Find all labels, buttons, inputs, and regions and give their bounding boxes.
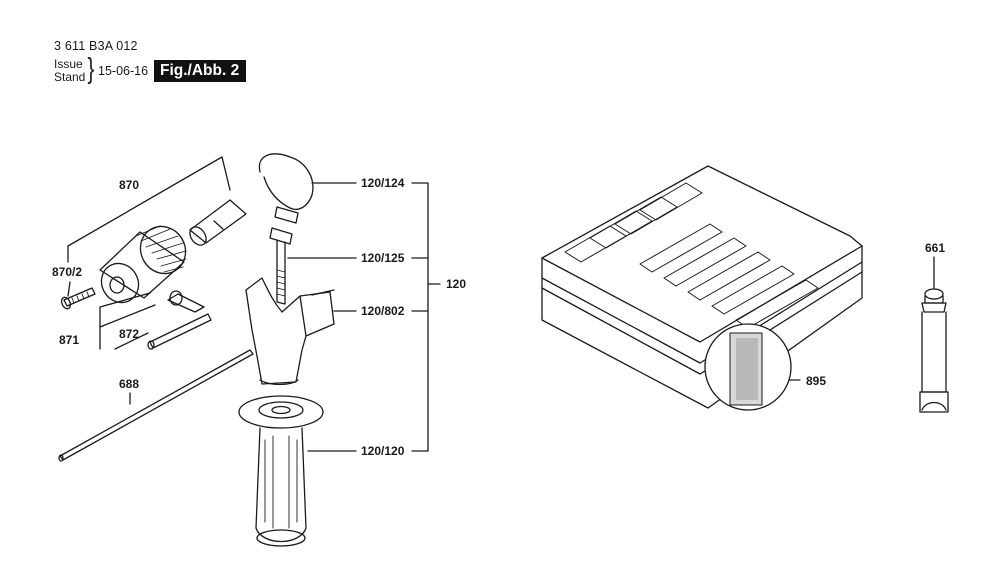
label-661: 661 xyxy=(925,241,945,255)
label-688: 688 xyxy=(119,377,139,391)
label-870-2: 870/2 xyxy=(52,265,82,279)
carrying-case-drawing xyxy=(541,165,863,411)
label-120-802: 120/802 xyxy=(361,304,405,318)
brace-symbol: } xyxy=(87,53,95,85)
label-872: 872 xyxy=(119,327,139,341)
chuck-key-drawing xyxy=(147,290,212,350)
figure-label: Fig./Abb. 2 xyxy=(154,60,247,82)
label-895: 895 xyxy=(806,374,826,388)
screw-drawing xyxy=(60,287,96,310)
depth-rod-drawing xyxy=(58,349,254,462)
grease-tube-drawing xyxy=(919,288,949,413)
label-870: 870 xyxy=(119,178,139,192)
issue-label: Issue xyxy=(54,57,83,71)
stand-label: Stand xyxy=(54,70,86,84)
issue-date: 15-06-16 xyxy=(98,64,149,78)
document-number: 3 611 B3A 012 xyxy=(54,39,138,53)
side-handle-drawing xyxy=(238,153,335,547)
leader-lines-handle xyxy=(287,182,935,452)
label-120-124: 120/124 xyxy=(361,176,405,190)
label-120: 120 xyxy=(446,277,466,291)
label-120-125: 120/125 xyxy=(361,251,405,265)
label-871: 871 xyxy=(59,333,79,347)
label-120-120: 120/120 xyxy=(361,444,405,458)
leader-lines-chuck xyxy=(67,156,231,405)
drill-chuck-drawing xyxy=(99,199,247,304)
